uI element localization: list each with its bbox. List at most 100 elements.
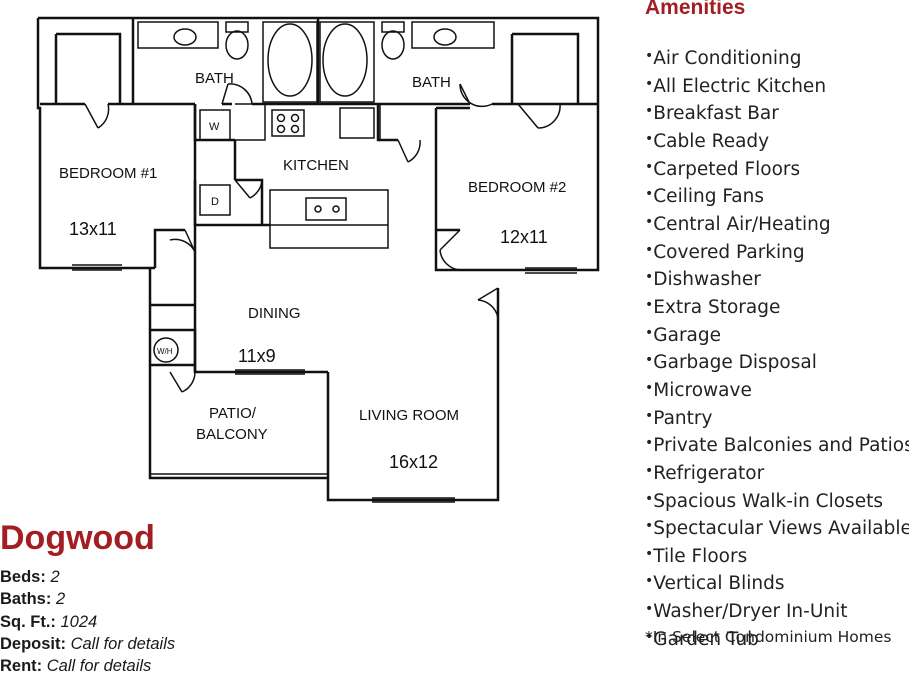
bullet-icon: • xyxy=(645,490,654,507)
detail-deposit: Deposit: Call for details xyxy=(0,634,176,653)
washer xyxy=(199,109,231,141)
amenity-item: •Carpeted Floors xyxy=(645,158,801,180)
room-label-bedroom-1: BEDROOM #1 xyxy=(59,165,157,182)
door-swing xyxy=(84,103,110,129)
amenity-item: •Central Air/Heating xyxy=(645,213,831,235)
window xyxy=(72,264,122,271)
amenity-item: •Spacious Walk-in Closets xyxy=(645,490,883,512)
detail-beds: Beds: 2 xyxy=(0,568,60,586)
outer-wall xyxy=(434,103,600,272)
bullet-icon: • xyxy=(645,435,654,452)
bullet-icon: • xyxy=(645,352,654,369)
amenity-item: •Garden Tub xyxy=(645,628,759,650)
tub xyxy=(267,23,313,97)
bullet-icon: • xyxy=(645,573,654,590)
toilet xyxy=(225,30,249,60)
room-label-patio: PATIO/ xyxy=(209,405,257,422)
door-swing xyxy=(234,179,263,199)
amenity-item: •Washer/Dryer In-Unit xyxy=(645,601,848,623)
bullet-icon: • xyxy=(645,407,654,424)
door-swing xyxy=(169,371,196,393)
room-label-dining: DINING xyxy=(248,305,301,322)
sink-basin xyxy=(433,28,457,46)
water-heater xyxy=(153,337,179,363)
sliding-door xyxy=(235,369,305,375)
amenity-item: •Tile Floors xyxy=(645,545,748,567)
amenity-item: •Covered Parking xyxy=(645,241,805,263)
interior-wall xyxy=(510,32,580,104)
vanity xyxy=(411,21,495,49)
refrigerator xyxy=(339,107,375,139)
bullet-icon: • xyxy=(645,48,654,64)
bullet-icon: • xyxy=(645,158,654,175)
floor-plan-drawing: BATH BATH KITCHEN BEDROOM #1 13x11 BEDRO… xyxy=(36,16,600,503)
room-size-bedroom-1: 13x11 xyxy=(69,219,117,239)
bullet-icon: • xyxy=(645,296,654,313)
sliding-door xyxy=(372,497,455,503)
bullet-icon: • xyxy=(645,462,654,479)
amenity-item: •Garage xyxy=(645,324,722,346)
kitchen-bar xyxy=(269,189,389,249)
amenity-item: •Spectacular Views Available xyxy=(645,518,909,540)
amenity-item: •Ceiling Fans xyxy=(645,186,764,208)
room-size-bedroom-2: 12x11 xyxy=(500,227,548,247)
bullet-icon: • xyxy=(645,601,654,618)
room-label-kitchen: KITCHEN xyxy=(283,157,349,174)
bullet-icon: • xyxy=(645,324,654,341)
sink xyxy=(305,197,347,221)
amenity-item: •Vertical Blinds xyxy=(645,573,785,595)
room-label-bath-1: BATH xyxy=(195,70,234,87)
door-swing xyxy=(459,83,493,108)
bullet-icon: • xyxy=(645,269,654,286)
dryer xyxy=(199,184,231,216)
room-label-living: LIVING ROOM xyxy=(359,407,459,424)
outer-wall xyxy=(148,268,328,480)
room-size-living: 16x12 xyxy=(389,452,438,472)
bullet-icon: • xyxy=(645,545,654,562)
room-label-balcony: BALCONY xyxy=(196,426,268,443)
bullet-icon: • xyxy=(645,186,654,203)
bullet-icon: • xyxy=(645,518,654,535)
amenity-item: •Dishwasher xyxy=(645,269,761,291)
amenities-footnote: *In Select Condominium Homes xyxy=(645,628,892,646)
window xyxy=(525,267,577,274)
bullet-icon: • xyxy=(645,103,654,120)
amenity-item: •All Electric Kitchen xyxy=(645,75,827,97)
bullet-icon: • xyxy=(645,628,654,645)
unit-details: Beds: 2 Baths: 2 Sq. Ft.: 1024 Deposit: … xyxy=(0,566,175,677)
amenity-item: •Garbage Disposal xyxy=(645,352,817,374)
room-label-bedroom-2: BEDROOM #2 xyxy=(468,179,566,196)
vanity xyxy=(137,21,219,49)
bullet-icon: • xyxy=(645,75,654,92)
toilet xyxy=(381,30,405,60)
door-swing xyxy=(397,139,421,163)
amenity-item: •Breakfast Bar xyxy=(645,103,779,125)
door-swing xyxy=(169,229,196,253)
amenities-list: •Air Conditioning •All Electric Kitchen … xyxy=(645,44,909,652)
washer-label: W xyxy=(209,121,220,133)
detail-rent: Rent: Call for details xyxy=(0,657,152,676)
outer-wall xyxy=(326,288,500,502)
bullet-icon: • xyxy=(645,130,654,147)
outer-wall xyxy=(36,18,155,270)
tub xyxy=(322,23,368,97)
bullet-icon: • xyxy=(645,241,654,258)
door-swing xyxy=(221,83,253,105)
interior-wall xyxy=(376,104,398,142)
detail-sqft: Sq. Ft.: 1024 xyxy=(0,612,98,631)
interior-wall xyxy=(153,228,185,268)
bullet-icon: • xyxy=(645,379,654,396)
amenity-item: •Extra Storage xyxy=(645,296,781,318)
amenity-item: •Private Balconies and Patios xyxy=(645,435,909,457)
interior-wall xyxy=(54,32,122,104)
amenity-item: •Cable Ready xyxy=(645,130,770,152)
bullet-icon: • xyxy=(645,213,654,230)
interior-wall xyxy=(193,104,270,227)
amenities-title: Amenities xyxy=(645,0,746,19)
door-swing xyxy=(439,229,461,271)
room-size-dining: 11x9 xyxy=(238,346,276,366)
door-swing xyxy=(517,103,561,129)
detail-baths: Baths: 2 xyxy=(0,590,66,609)
dryer-label: D xyxy=(211,196,219,208)
amenity-item: •Pantry xyxy=(645,407,713,429)
